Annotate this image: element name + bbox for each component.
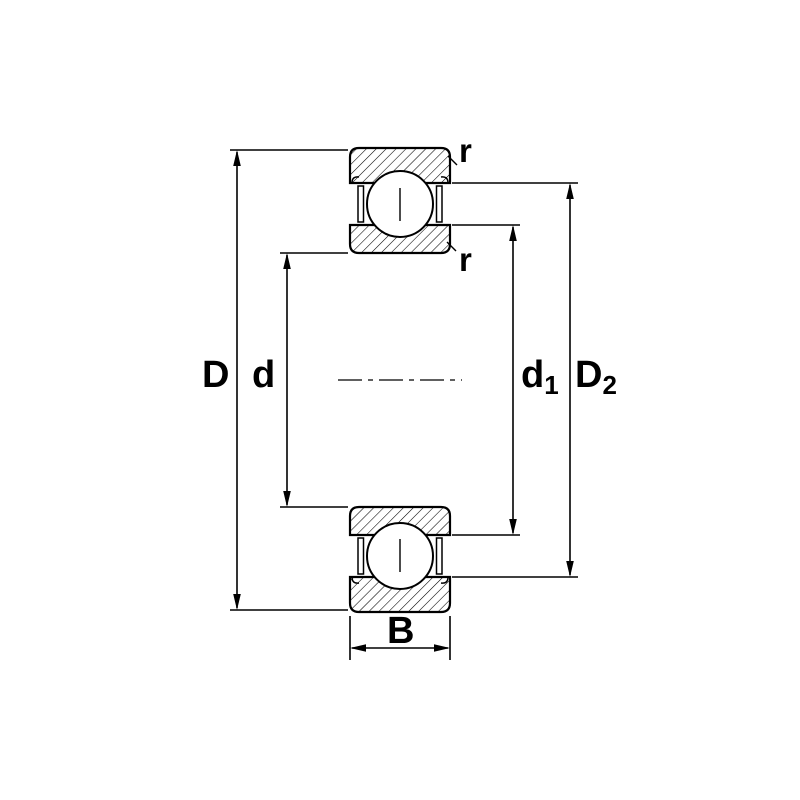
label-radius-r-inner: r <box>459 241 472 278</box>
dimension-d1-lines <box>452 224 520 536</box>
bearing-bottom-section <box>348 505 452 614</box>
label-shoulder-diameter-d1: d1 <box>521 356 559 398</box>
dimension-D-lines <box>230 149 348 611</box>
shield-right-bottom <box>435 537 443 575</box>
shield-right-top <box>435 185 443 223</box>
dimension-D2-lines <box>452 182 578 578</box>
outer-ring-top <box>348 146 452 185</box>
inner-ring-top <box>348 223 452 255</box>
label-bore-diameter-d: d <box>252 354 276 396</box>
shield-anchor-left-top <box>351 176 360 184</box>
dimension-B-lines <box>349 616 451 660</box>
shield-left-top <box>357 185 365 223</box>
shield-left-bottom <box>357 537 365 575</box>
r-outer-leader <box>447 155 458 166</box>
outer-ring-bottom <box>348 575 452 614</box>
label-d1-base: d <box>521 354 545 396</box>
r-inner-leader <box>446 241 457 252</box>
dimension-d-lines <box>280 252 348 508</box>
inner-ring-bottom <box>348 505 452 537</box>
label-d1-subscript: 1 <box>544 370 559 400</box>
bearing-top-section <box>348 146 452 255</box>
label-D2-base: D <box>575 354 603 396</box>
shield-anchor-right-bottom <box>440 576 449 584</box>
shield-anchor-right-top <box>440 176 449 184</box>
label-outer-diameter-D: D <box>202 354 230 396</box>
label-radius-r-outer: r <box>459 132 472 169</box>
label-width-B: B <box>387 610 415 652</box>
shield-anchor-left-bottom <box>351 576 360 584</box>
label-D2-subscript: 2 <box>602 370 617 400</box>
label-outer-shoulder-diameter-D2: D2 <box>575 356 617 398</box>
